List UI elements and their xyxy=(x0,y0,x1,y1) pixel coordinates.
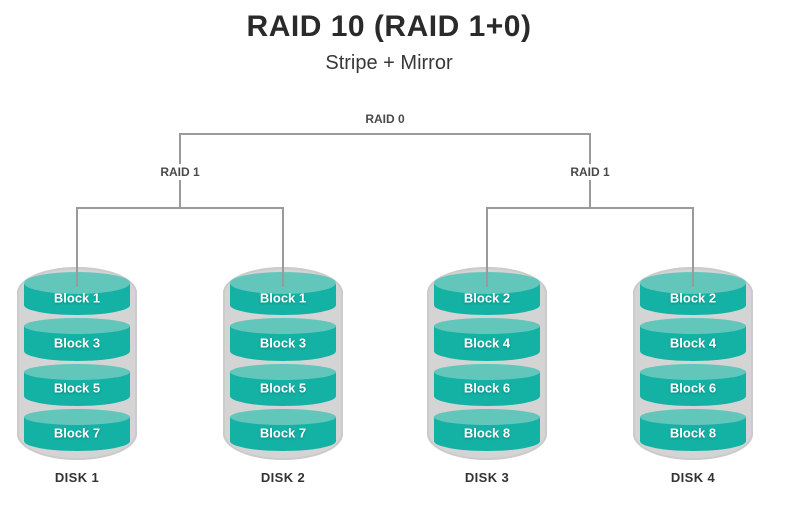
raid0-stripe-bar xyxy=(180,133,590,135)
cylinder-top-face xyxy=(230,318,336,335)
block-label: Block 1 xyxy=(53,290,101,305)
block-label: Block 2 xyxy=(463,290,511,305)
diagram-title: RAID 10 (RAID 1+0) xyxy=(246,10,532,43)
block-label: Block 7 xyxy=(259,425,307,441)
disk-3-name: DISK 3 xyxy=(464,470,510,485)
cylinder-top-face xyxy=(434,318,540,335)
disk-1-cylinder: Block 1 Block 3 Block 5 Block 7 xyxy=(17,267,137,460)
cylinder-top-face xyxy=(230,408,336,425)
raid1-right-label: RAID 1 xyxy=(566,164,614,180)
disk-2-stack: Block 1 Block 3 Block 5 Block 7 xyxy=(230,272,336,451)
block-label: Block 6 xyxy=(669,380,717,396)
block-label: Block 7 xyxy=(53,425,101,441)
disk-2-name: DISK 2 xyxy=(260,470,306,485)
block-label: Block 5 xyxy=(259,380,307,396)
block-label: Block 4 xyxy=(463,335,511,351)
disk4-drop-line xyxy=(692,207,694,287)
mirror-left-bar xyxy=(76,207,284,209)
diagram-subtitle: Stripe + Mirror xyxy=(325,52,453,74)
cylinder-top-face xyxy=(24,318,130,335)
disk-4-block-2: Block 4 xyxy=(640,318,746,361)
disk-3-stack: Block 2 Block 4 Block 6 Block 8 xyxy=(434,272,540,451)
cylinder-top-face xyxy=(434,363,540,380)
disk-3-block-3: Block 6 xyxy=(434,363,540,406)
block-label: Block 1 xyxy=(259,290,307,305)
cylinder-top-face xyxy=(640,408,746,425)
block-label: Block 6 xyxy=(463,380,511,396)
cylinder-top-face xyxy=(434,408,540,425)
disk2-drop-line xyxy=(282,207,284,287)
disk-4-name: DISK 4 xyxy=(670,470,716,485)
mirror-right-bar xyxy=(486,207,694,209)
disk-1-block-2: Block 3 xyxy=(24,318,130,361)
block-label: Block 3 xyxy=(53,335,101,351)
disk-2-block-2: Block 3 xyxy=(230,318,336,361)
cylinder-top-face xyxy=(640,363,746,380)
disk-4-block-4: Block 8 xyxy=(640,408,746,451)
disk-4-stack: Block 2 Block 4 Block 6 Block 8 xyxy=(640,272,746,451)
cylinder-top-face xyxy=(24,363,130,380)
cylinder-top-face xyxy=(24,408,130,425)
disk-1-name: DISK 1 xyxy=(54,470,100,485)
block-label: Block 2 xyxy=(669,290,717,305)
disk-2-block-1: Block 1 xyxy=(230,272,336,316)
block-label: Block 8 xyxy=(669,425,717,441)
cylinder-top-face xyxy=(640,318,746,335)
disk-1-block-3: Block 5 xyxy=(24,363,130,406)
cylinder-top-face xyxy=(230,363,336,380)
block-label: Block 8 xyxy=(463,425,511,441)
disk3-drop-line xyxy=(486,207,488,287)
raid0-label: RAID 0 xyxy=(361,111,409,127)
block-label: Block 4 xyxy=(669,335,717,351)
disk1-drop-line xyxy=(76,207,78,287)
disk-2-cylinder: Block 1 Block 3 Block 5 Block 7 xyxy=(223,267,343,460)
disk-1-block-4: Block 7 xyxy=(24,408,130,451)
disk-3-block-2: Block 4 xyxy=(434,318,540,361)
disk-3-block-4: Block 8 xyxy=(434,408,540,451)
block-label: Block 5 xyxy=(53,380,101,396)
disk-2-block-4: Block 7 xyxy=(230,408,336,451)
raid1-left-label: RAID 1 xyxy=(156,164,204,180)
disk-2-block-3: Block 5 xyxy=(230,363,336,406)
disk-1-stack: Block 1 Block 3 Block 5 Block 7 xyxy=(24,272,130,451)
disk-4-cylinder: Block 2 Block 4 Block 6 Block 8 xyxy=(633,267,753,460)
disk-4-block-3: Block 6 xyxy=(640,363,746,406)
disk-3-cylinder: Block 2 Block 4 Block 6 Block 8 xyxy=(427,267,547,460)
block-label: Block 3 xyxy=(259,335,307,351)
